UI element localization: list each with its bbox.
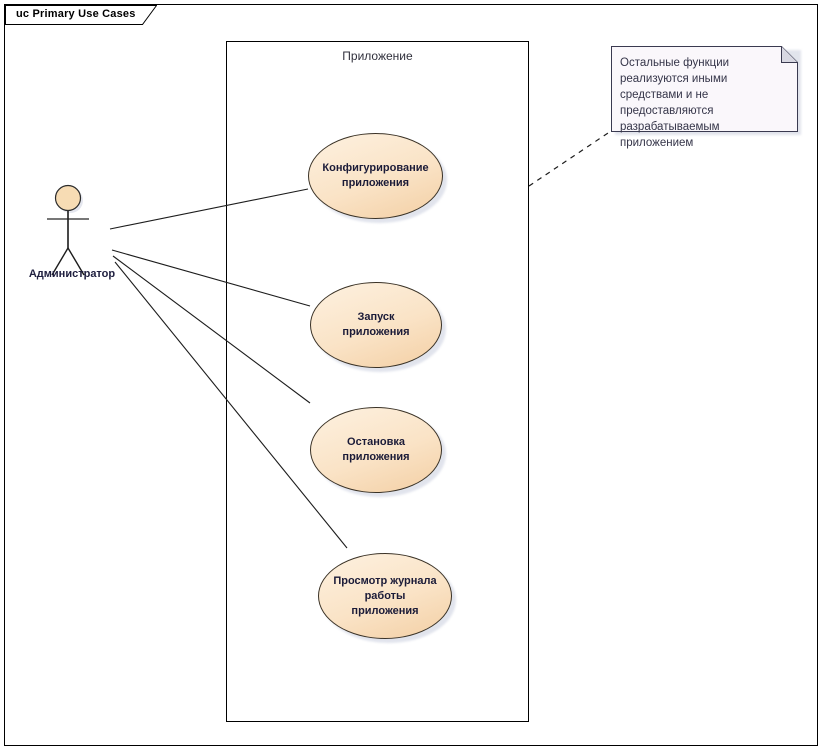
stick-figure-actor-icon (47, 184, 89, 276)
use-case-label: Запуск приложения (342, 311, 410, 338)
use-case-ellipse (318, 553, 452, 639)
use-case-label: Конфигурирование приложения (322, 162, 429, 189)
use-case-view-log[interactable]: Просмотр журнала работы приложения (318, 553, 456, 643)
use-case-configure[interactable]: Конфигурирование приложения (308, 133, 447, 223)
actor-administrator[interactable] (22, 180, 142, 285)
note-comment[interactable]: Остальные функции реализуются иными сред… (611, 46, 801, 149)
diagram-title-tab[interactable]: uc Primary Use Cases (5, 5, 157, 25)
use-case-stop[interactable]: Остановка приложения (310, 407, 446, 497)
use-case-ellipse (308, 133, 443, 219)
use-case-start[interactable]: Запуск приложения (310, 282, 446, 372)
use-case-label: Просмотр журнала работы приложения (333, 574, 437, 617)
title-tab-shape (5, 5, 157, 25)
diagram-title-text: uc Primary Use Cases (16, 8, 136, 20)
use-case-label: Остановка приложения (342, 436, 410, 463)
actor-administrator-label: Администратор (28, 268, 116, 280)
note-shape (611, 46, 798, 132)
system-boundary-label: Приложение (342, 49, 413, 63)
note-text: Остальные функции реализуются иными сред… (620, 57, 730, 149)
